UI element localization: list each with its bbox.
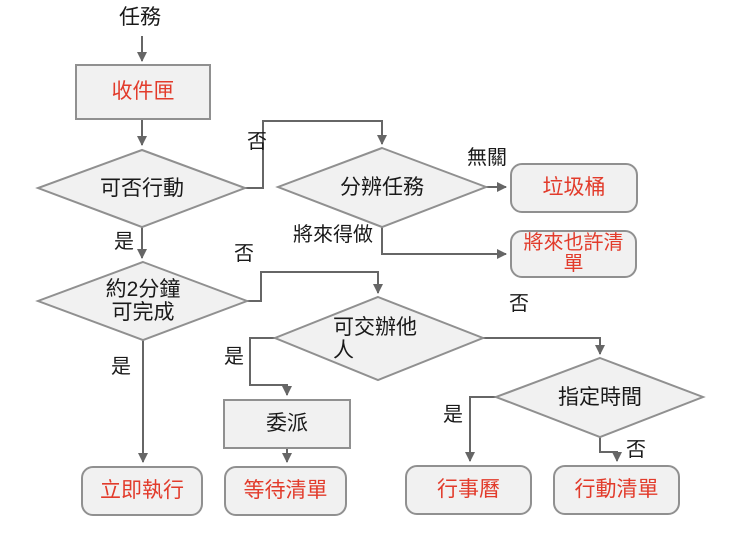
decision-categorize-shape [275,146,489,229]
terminal-trash: 垃圾桶 [510,163,638,213]
decision-two-min-shape [35,260,250,342]
decision-delegatable-label-line1: 可交辦他 [333,316,417,339]
process-inbox: 收件匣 [75,64,211,120]
terminal-someday-label-line1: 將來也許清 [523,232,624,254]
terminal-do-now: 立即執行 [81,466,203,516]
edge-actionable-no-to-categorize [245,120,387,189]
terminal-calendar-label: 行事曆 [437,478,500,501]
terminal-action-list: 行動清單 [553,465,680,515]
terminal-trash-label: 垃圾桶 [542,176,606,199]
terminal-do-now-label: 立即執行 [100,479,184,502]
terminal-someday-label-line2: 單 [563,253,584,275]
edge-scheduled-yes-to-calendar [465,396,496,462]
edge-label-yes-3: 是 [224,346,244,368]
decision-categorize-label: 分辨任務 [340,176,424,199]
decision-scheduled-shape [493,356,706,439]
start-label-task: 任務 [119,6,161,29]
process-delegate: 委派 [223,399,351,449]
connectors [137,36,622,463]
terminal-calendar: 行事曆 [405,465,532,515]
decision-two-min-label: 約2分鐘 可完成 [43,278,243,324]
edge-label-no-2: 否 [234,243,254,265]
edge-twomin-no-to-delegatable [247,271,383,302]
edge-label-yes-1: 是 [114,231,134,253]
decision-shapes [35,146,706,439]
edge-label-yes-4: 是 [443,404,463,426]
decision-delegatable-shape [272,295,486,382]
terminal-action-list-label: 行動清單 [574,478,659,501]
edge-delegatable-yes-to-delegate [249,337,292,396]
decision-scheduled-label: 指定時間 [558,386,642,409]
edge-label-irrelevant: 無關 [467,147,507,169]
decision-delegatable-label: 可交辦他 人 [333,316,463,362]
edge-delegatable-no-to-scheduled [483,337,605,355]
decision-two-min-label-line1: 約2分鐘 [105,278,181,301]
terminal-waiting: 等待清單 [224,466,347,516]
terminal-someday: 將來也許清 單 [510,230,637,278]
edge-label-yes-2: 是 [111,356,131,378]
edge-label-no-4: 否 [626,439,646,461]
process-delegate-label: 委派 [266,412,308,435]
process-inbox-label: 收件匣 [111,80,175,103]
edge-label-someday-branch: 將來得做 [293,224,373,246]
edge-label-no-1: 否 [247,131,267,153]
edge-scheduled-no-to-actionlist [599,437,622,462]
edge-label-no-3: 否 [509,293,529,315]
decision-two-min-label-line2: 可完成 [111,301,175,324]
decision-actionable-label: 可否行動 [100,177,184,200]
decision-actionable-shape [35,148,248,229]
decision-delegatable-label-line2: 人 [333,339,354,362]
terminal-waiting-label: 等待清單 [243,479,328,502]
edge-categorize-to-someday [381,227,507,259]
